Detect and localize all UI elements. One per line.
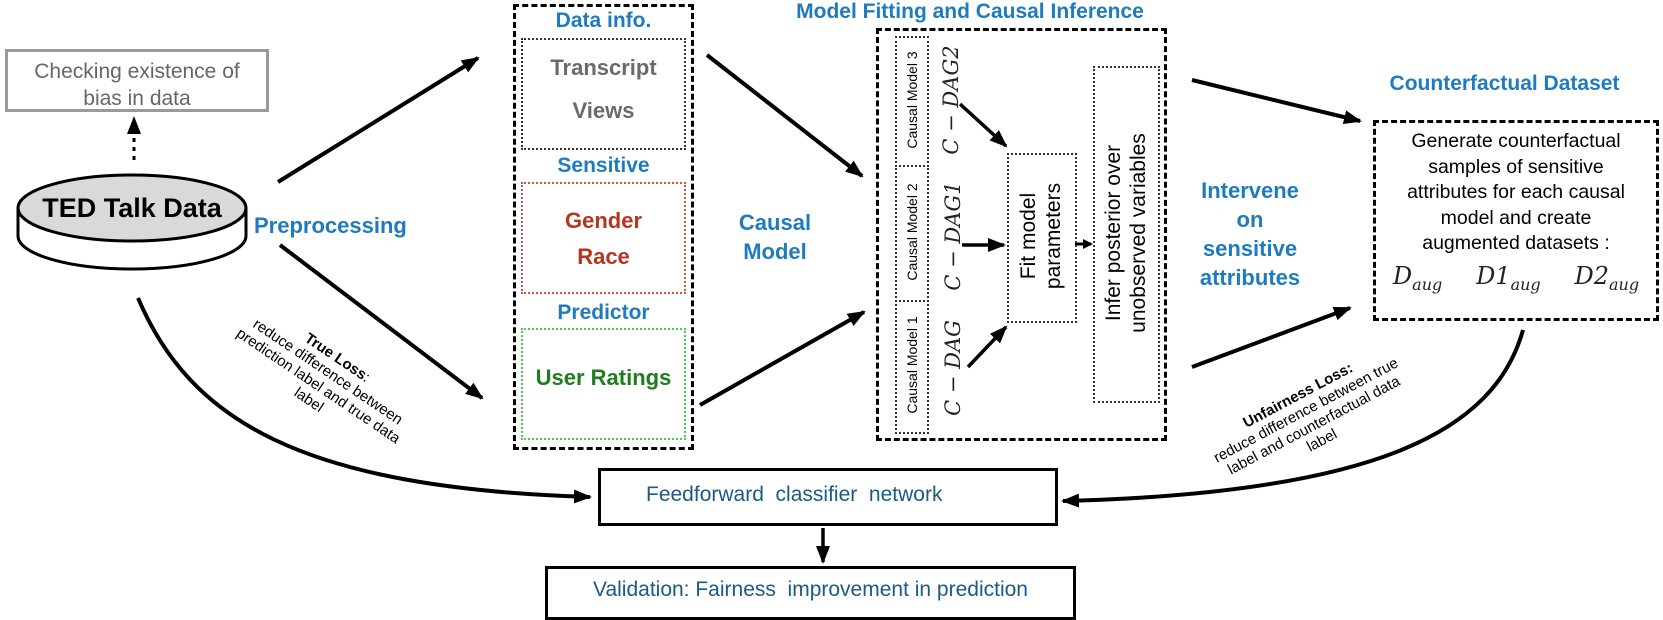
predictor-header: Predictor [557, 301, 650, 324]
validation-label: Validation: Fairness improvement in pred… [593, 578, 1028, 601]
true-loss-curve [136, 297, 592, 504]
ted-data-cylinder [16, 173, 248, 271]
dataset-d2-aug-base: D2 [1574, 262, 1609, 290]
dataset-d-aug: Daug [1393, 262, 1442, 294]
dataset-d2-aug-sub: aug [1609, 274, 1640, 294]
data-info-item-transcript: Transcript [550, 55, 657, 80]
fit-model-box [1007, 153, 1077, 323]
bias-check-line-1: Checking existence of [34, 60, 240, 83]
dataset-d-aug-sub: aug [1412, 274, 1443, 294]
data-to-model-arrow-2 [699, 310, 866, 407]
sensitive-header: Sensitive [557, 154, 650, 177]
unfairness-loss-curve [1061, 329, 1525, 508]
intervene-line-3: sensitive [1202, 236, 1298, 261]
model-fitting-panel [876, 28, 1167, 441]
sensitive-item-race: Race [577, 244, 630, 269]
validation-box [545, 566, 1076, 620]
intervene-line-4: attributes [1199, 265, 1301, 290]
bias-check-line-2: bias in data [83, 87, 191, 110]
infer-posterior-line-1: Infer posterior over [1102, 144, 1125, 322]
data-info-item-views: Views [572, 98, 635, 123]
causal-model-2-label: Causal Model 2 [904, 183, 920, 281]
infer-posterior-line-2: unobserved variables [1127, 133, 1150, 333]
causal-model-1-label: Causal Model 1 [904, 316, 920, 414]
data-info-box [521, 38, 686, 150]
predictor-item-user-ratings: User Ratings [535, 365, 672, 390]
causal-model-label: Causal Model [720, 208, 830, 266]
classifier-box [598, 468, 1058, 526]
counterfactual-line-5: augmented datasets : [1422, 232, 1610, 254]
data-info-header: Data info. [555, 9, 652, 32]
classifier-label: Feedforward classifier network [646, 483, 943, 506]
intervene-arrow [1191, 306, 1352, 369]
counterfactual-line-1: Generate counterfactual [1411, 130, 1621, 152]
dataset-d1-aug-base: D1 [1476, 262, 1511, 290]
causal-model-label-line-1: Causal [738, 210, 812, 235]
dataset-d1-aug-sub: aug [1510, 274, 1541, 294]
counterfactual-line-3: attributes for each causal [1407, 181, 1625, 203]
causal-model-3-label: Causal Model 3 [904, 51, 920, 149]
fit-model-label: Fit model parameters [1016, 183, 1066, 289]
preprocess-arrow-down [278, 243, 484, 400]
intervene-line-1: Intervene [1201, 178, 1299, 203]
dag2-to-fit-arrow [958, 102, 1008, 148]
intervene-label: Intervene on sensitive attributes [1180, 176, 1320, 292]
dataset-d-aug-base: D [1392, 262, 1413, 290]
augmented-datasets: Daug D1aug D2aug [1376, 262, 1656, 294]
infer-posterior-box [1093, 66, 1160, 403]
causal-model-label-line-2: Model [743, 239, 807, 264]
data-to-model-arrow-1 [705, 53, 864, 178]
counterfactual-box [1373, 120, 1659, 321]
dag-to-fit-arrow [966, 325, 1008, 369]
preprocess-arrow-up [276, 56, 480, 184]
causal-model-strip-1 [895, 300, 929, 434]
ted-data-title: TED Talk Data [42, 193, 222, 223]
counterfactual-header: Counterfactual Dataset [1389, 72, 1620, 95]
bias-check-box: Checking existence of bias in data [5, 49, 269, 112]
dataset-d2-aug: D2aug [1574, 262, 1639, 294]
predictor-box [521, 328, 686, 440]
dag1-label: C − DAG1 [941, 181, 965, 291]
model-fitting-header: Model Fitting and Causal Inference [796, 0, 1144, 23]
preprocessing-label: Preprocessing [254, 213, 407, 238]
counterfactual-text: Generate counterfactual samples of sensi… [1376, 129, 1656, 257]
dag2-label: C − DAG2 [939, 45, 963, 155]
dag-label: C − DAG [941, 320, 965, 416]
dataset-d1-aug: D1aug [1476, 262, 1541, 294]
fit-to-counterfactual-arrow [1191, 78, 1362, 125]
fit-model-line-1: Fit model [1017, 192, 1040, 280]
fit-model-line-2: parameters [1042, 182, 1065, 290]
sensitive-box [521, 182, 686, 294]
intervene-line-2: on [1236, 207, 1264, 232]
data-info-panel [513, 4, 694, 450]
infer-posterior-label: Infer posterior over unobserved variable… [1101, 133, 1151, 333]
counterfactual-line-4: model and create [1440, 206, 1592, 229]
sensitive-item-gender: Gender [564, 208, 643, 233]
counterfactual-line-2: samples of sensitive [1428, 155, 1604, 178]
